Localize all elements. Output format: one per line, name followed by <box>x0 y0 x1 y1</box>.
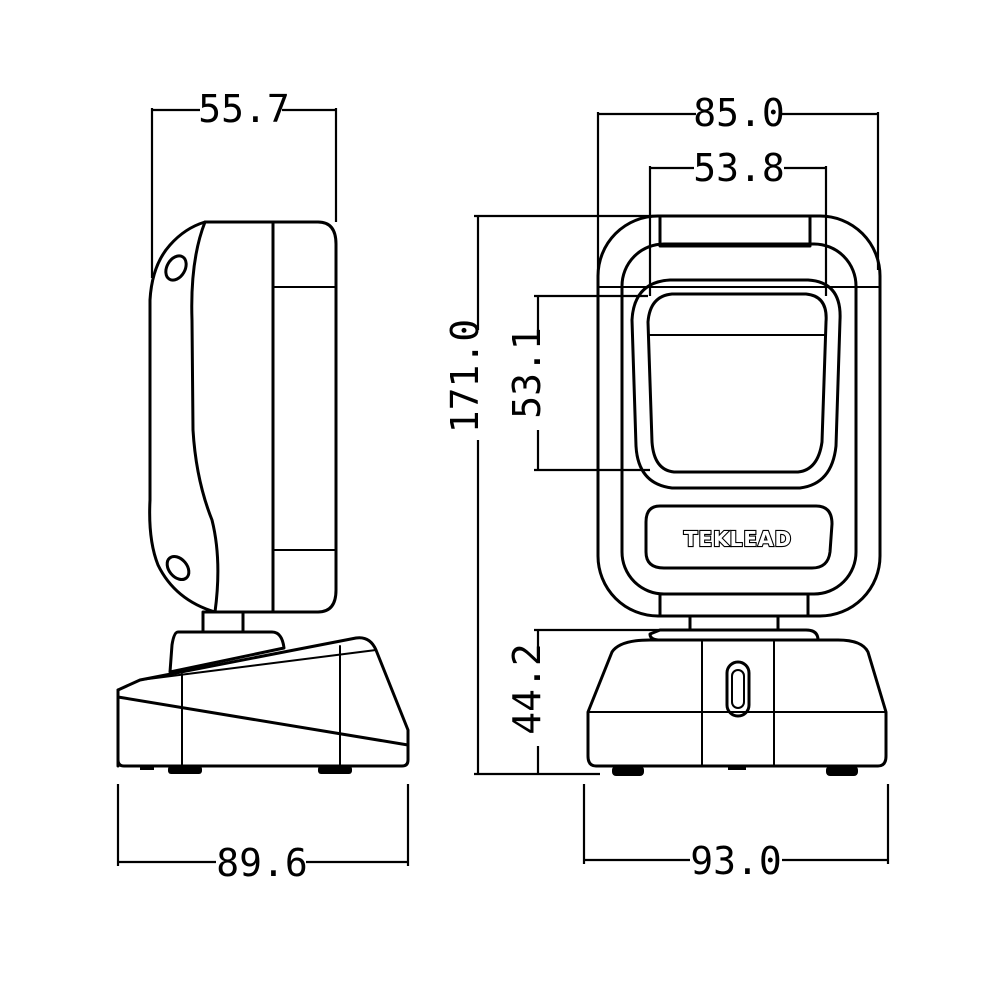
front-scan-window-outer <box>630 278 842 490</box>
side-neck <box>201 610 245 634</box>
dim-label-53-8: 53.8 <box>693 146 785 190</box>
dim-side-depth-top: 55.7 <box>150 87 338 278</box>
front-view: TEKLEAD 85.0 53.8 <box>443 91 890 883</box>
side-foot-small <box>140 766 154 770</box>
dim-front-base-width: 93.0 <box>582 784 890 883</box>
dim-label-53-1: 53.1 <box>505 327 549 419</box>
dim-front-window-width: 53.8 <box>648 146 828 296</box>
front-foot-right <box>826 766 858 776</box>
dim-label-44-2: 44.2 <box>505 643 549 735</box>
side-head-outline <box>148 220 338 614</box>
dim-front-width-top: 85.0 <box>596 91 880 270</box>
side-base-slope-line <box>116 695 410 747</box>
side-head-inner-curve <box>190 220 220 614</box>
dim-side-depth-base: 89.6 <box>116 784 410 885</box>
dim-label-89-6: 89.6 <box>216 841 308 885</box>
side-foot-left <box>168 766 202 774</box>
front-neck <box>688 614 780 632</box>
front-base-slot <box>725 660 751 718</box>
dim-label-55-7: 55.7 <box>198 87 290 131</box>
side-stand-base <box>116 636 410 768</box>
side-foot-right <box>318 766 352 774</box>
front-base <box>586 638 888 768</box>
dim-front-total-height: 171.0 <box>443 214 660 776</box>
side-screw-bottom <box>165 554 191 582</box>
front-neck-block <box>658 592 810 618</box>
front-base-slot-inner <box>731 669 745 709</box>
side-base-top-edge <box>139 649 377 681</box>
dim-label-93-0: 93.0 <box>690 839 782 883</box>
front-logo-plate <box>644 504 834 570</box>
brand-logo: TEKLEAD <box>684 527 792 551</box>
front-foot-left <box>612 766 644 776</box>
dim-front-base-height: 44.2 <box>505 628 690 774</box>
front-foot-center <box>728 766 746 770</box>
dim-front-window-height: 53.1 <box>505 294 650 472</box>
dim-label-85-0: 85.0 <box>693 91 785 135</box>
front-top-band <box>658 214 812 248</box>
side-screw-top <box>164 254 188 282</box>
side-view: 55.7 89.6 <box>116 87 410 885</box>
front-scan-window-inner <box>646 292 828 474</box>
dim-label-171-0: 171.0 <box>443 319 487 433</box>
side-stand-pedestal <box>168 630 286 674</box>
